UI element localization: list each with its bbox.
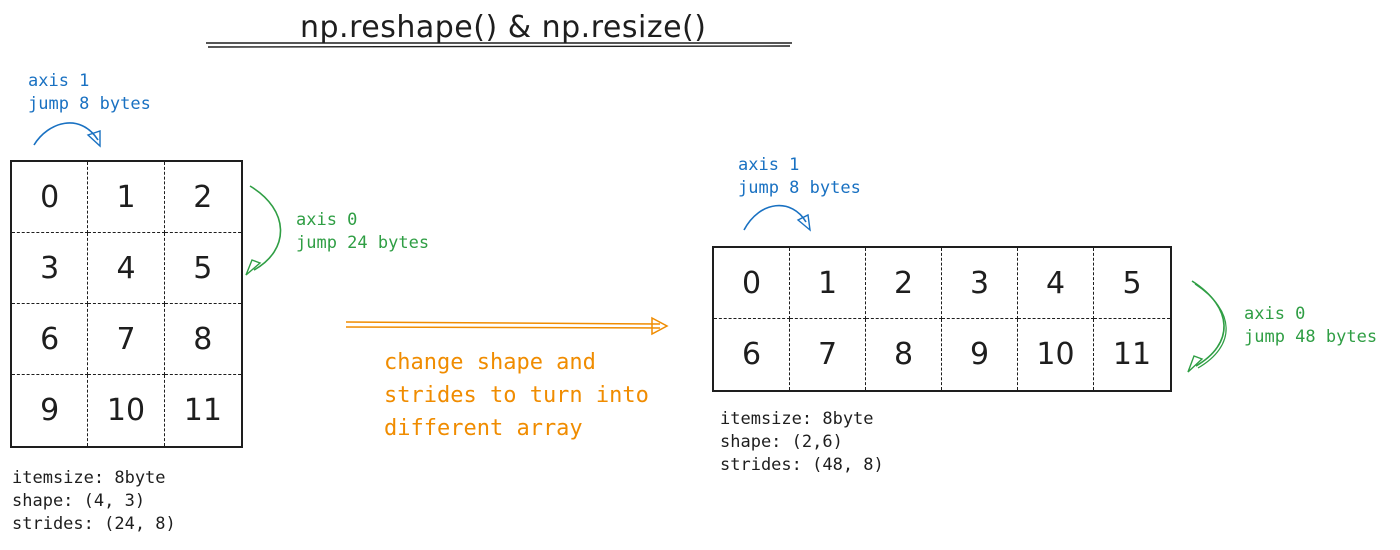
array-cell: 4 [88, 233, 165, 304]
left-strides: strides: (24, 8) [12, 514, 176, 534]
array-cell: 11 [183, 393, 222, 428]
array-cell: 7 [88, 304, 165, 375]
left-axis0-note: axis 0 jump 24 bytes [296, 209, 429, 255]
right-axis1-label: axis 1 [738, 155, 800, 175]
array-cell: 6 [12, 304, 89, 375]
array-cell: 8 [866, 319, 942, 390]
right-axis0-arrow-icon [1187, 280, 1227, 373]
array-cell: 3 [942, 248, 1018, 319]
array-cell: 5 [164, 233, 241, 304]
right-axis0-jump: jump 48 bytes [1244, 327, 1378, 347]
transition-note: change shape and strides to turn into di… [384, 346, 649, 445]
left-axis0-arrow-icon [245, 185, 282, 276]
array-cell: 1 [790, 248, 866, 319]
array-cell: 0 [714, 248, 790, 319]
array-cell: 9 [942, 319, 1018, 390]
diagram-title: np.reshape() & np.resize() [300, 10, 707, 45]
array-cell: 10 [88, 375, 165, 446]
array-cell: 1 [88, 162, 165, 233]
left-axis1-jump: jump 8 bytes [28, 94, 151, 114]
title-underline [206, 42, 792, 48]
array-cell: 3 [12, 233, 89, 304]
array-cell: 7 [790, 319, 866, 390]
left-array-grid: 0 1 2 3 4 5 6 7 8 9 10 11 [10, 160, 243, 448]
transition-line-2: strides to turn into [384, 383, 649, 408]
left-array-info: itemsize: 8byte shape: (4, 3) strides: (… [12, 467, 176, 536]
transition-line-1: change shape and [384, 350, 596, 375]
left-axis1-label: axis 1 [28, 71, 90, 91]
right-axis1-jump: jump 8 bytes [738, 178, 861, 198]
array-cell: 10 [1018, 319, 1094, 390]
array-cell: 2 [866, 248, 942, 319]
right-strides: strides: (48, 8) [720, 455, 884, 475]
left-axis0-jump: jump 24 bytes [296, 233, 430, 253]
right-array-grid: 0 1 2 3 4 5 6 7 8 9 10 11 [712, 246, 1172, 392]
array-cell: 8 [164, 304, 241, 375]
right-axis1-arrow-icon [743, 204, 811, 232]
left-axis1-note: axis 1 jump 8 bytes [28, 70, 151, 116]
right-axis0-label: axis 0 [1244, 304, 1306, 324]
array-cell: 0 [12, 162, 89, 233]
array-cell: 6 [714, 319, 790, 390]
right-shape: shape: (2,6) [720, 432, 843, 452]
right-itemsize: itemsize: 8byte [720, 409, 874, 429]
right-axis1-note: axis 1 jump 8 bytes [738, 154, 861, 200]
right-axis0-note: axis 0 jump 48 bytes [1244, 303, 1377, 349]
left-shape: shape: (4, 3) [12, 491, 146, 511]
array-cell: 5 [1094, 248, 1170, 319]
transition-line-3: different array [384, 416, 583, 441]
array-cell: 11 [1112, 337, 1152, 372]
transition-arrow-icon [345, 316, 669, 336]
right-array-info: itemsize: 8byte shape: (2,6) strides: (4… [720, 408, 884, 477]
array-cell: 9 [12, 375, 89, 446]
array-cell: 4 [1018, 248, 1094, 319]
left-axis0-label: axis 0 [296, 210, 358, 230]
left-axis1-arrow-icon [33, 122, 101, 148]
array-cell: 2 [164, 162, 241, 233]
left-itemsize: itemsize: 8byte [12, 468, 166, 488]
